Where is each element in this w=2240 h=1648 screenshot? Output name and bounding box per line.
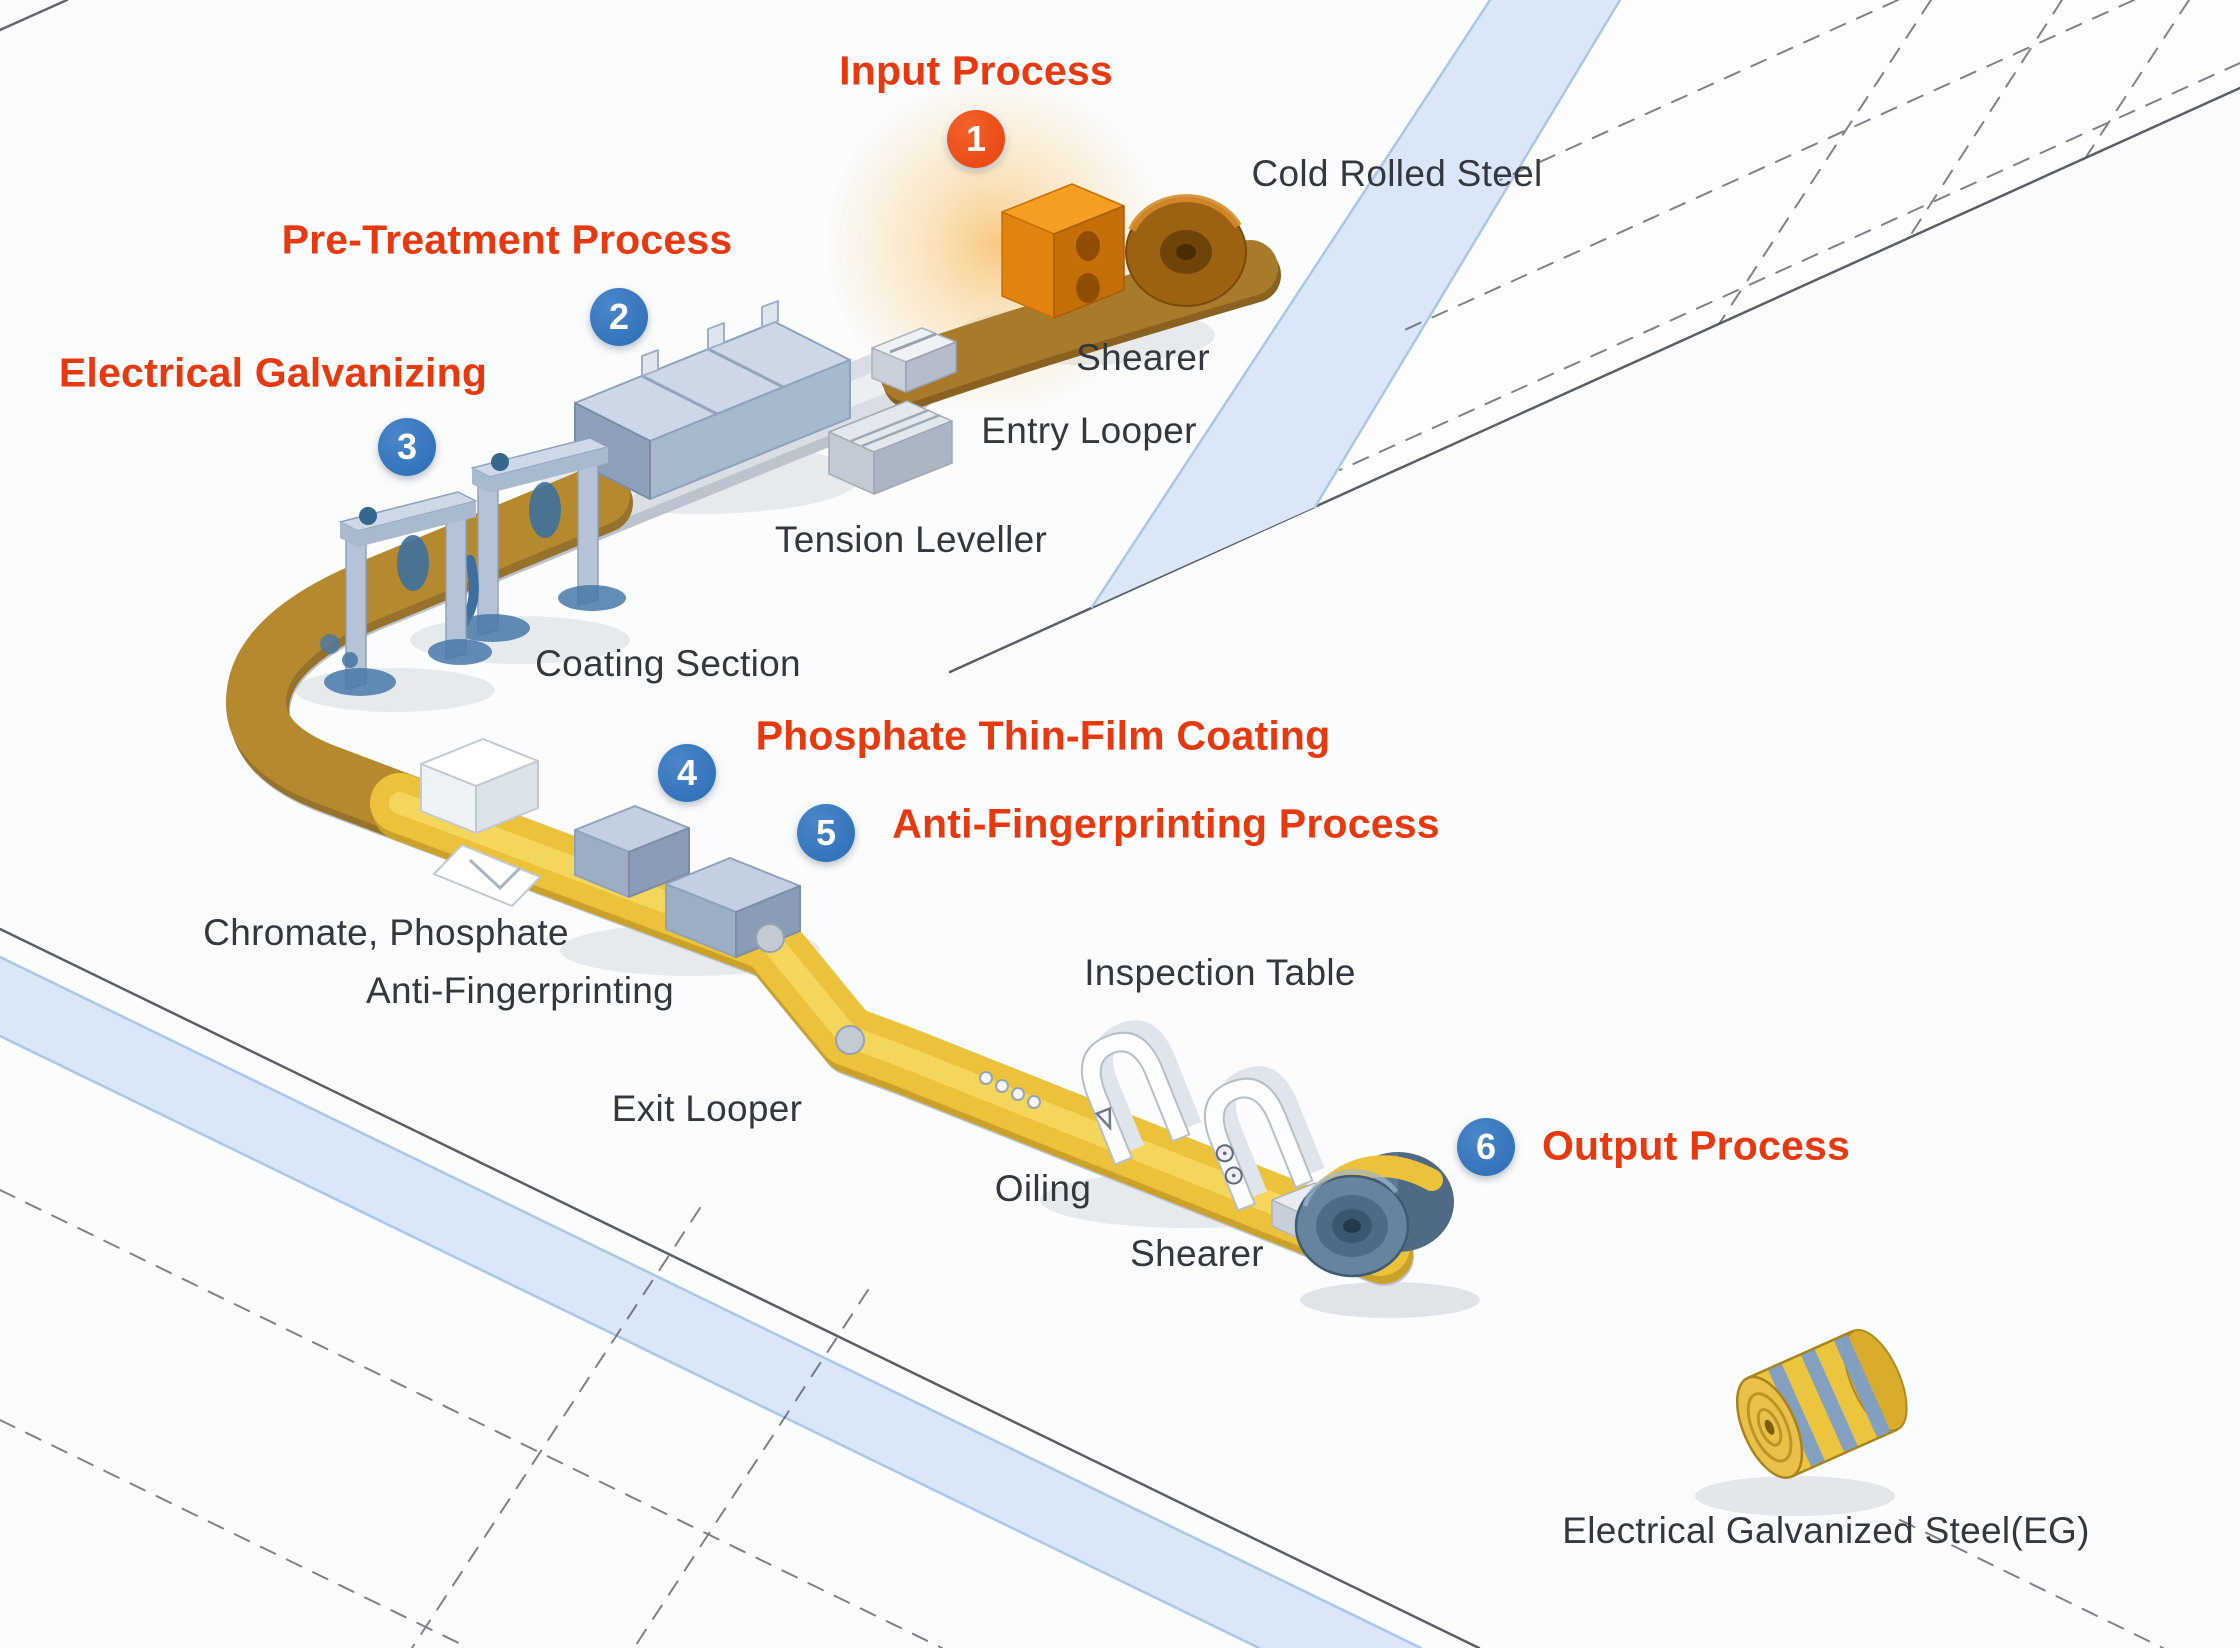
label-coating-section: Coating Section [535, 643, 801, 684]
step-badge-6: 6 [1457, 1118, 1515, 1176]
floor-panel-top-right [1315, 0, 2240, 507]
inspection-arch [1080, 1020, 1202, 1166]
entry-looper-machine [828, 400, 953, 495]
label-anti-fingerprinting: Anti-Fingerprinting [365, 970, 675, 1011]
step-badge-2: 2 [590, 288, 648, 346]
label-pre-treatment-process: Pre-Treatment Process [281, 216, 733, 263]
label-exit-looper: Exit Looper [611, 1088, 803, 1129]
oiling-arch [1203, 1066, 1325, 1212]
label-entry-looper: Entry Looper [981, 410, 1197, 451]
label-shearer-exit: Shearer [1130, 1233, 1264, 1274]
step-badge-5: 5 [797, 804, 855, 862]
label-inspection-table: Inspection Table [1084, 952, 1356, 993]
coating-chute [432, 843, 542, 908]
step-badge-4: 4 [658, 744, 716, 802]
label-tension-leveller: Tension Leveller [774, 519, 1048, 560]
galvanizing-gantry-2 [320, 491, 492, 696]
label-shearer-entry: Shearer [1076, 337, 1210, 378]
exit-looper-rollers [755, 923, 865, 1055]
chromate-box [574, 805, 690, 898]
entry-shearer-machine [871, 327, 957, 393]
inspection-rollers [979, 1071, 1041, 1109]
label-cold-rolled-steel: Cold Rolled Steel [1251, 153, 1543, 194]
label-output-process: Output Process [1541, 1122, 1851, 1169]
step-badge-1: 1 [947, 110, 1005, 168]
label-eg-steel: Electrical Galvanized Steel(EG) [1562, 1510, 2090, 1551]
coating-section-box [420, 738, 539, 834]
phosphate-box [665, 857, 801, 958]
uncoiler-machine [1001, 183, 1125, 319]
label-electrical-galvanizing: Electrical Galvanizing [58, 349, 488, 396]
inspection-mark-icon [1094, 1106, 1112, 1131]
galvanizing-gantry-1 [446, 437, 626, 642]
step-badge-3: 3 [378, 418, 436, 476]
label-anti-fingerprinting-process: Anti-Fingerprinting Process [892, 800, 1440, 847]
label-oiling: Oiling [994, 1168, 1092, 1209]
label-phosphate-coating: Phosphate Thin-Film Coating [755, 712, 1331, 759]
steel-coil-input [1125, 194, 1247, 307]
output-coil [1294, 1152, 1454, 1278]
oiling-icons [1215, 1144, 1243, 1185]
top-right-road [1090, 0, 1622, 609]
label-input-process: Input Process [839, 47, 1113, 94]
tension-leveller-machine [574, 300, 851, 500]
eg-steel-coil [1735, 1328, 1908, 1480]
bottom-left-road [0, 955, 1423, 1648]
label-chromate-phosphate: Chromate, Phosphate [203, 912, 569, 953]
